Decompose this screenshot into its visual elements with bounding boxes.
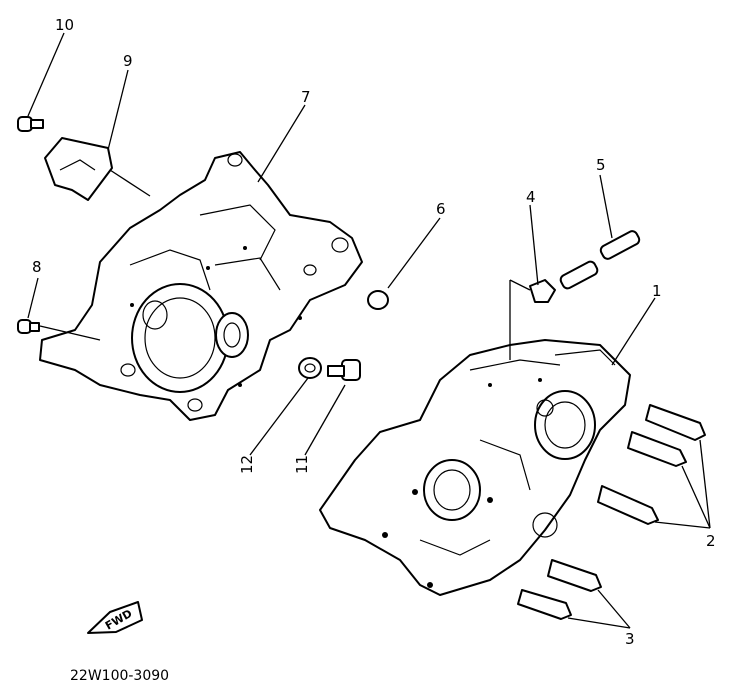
bolt-part-8: [17, 319, 40, 334]
callout-7: 7: [301, 88, 311, 106]
left-crankcase: [39, 151, 363, 421]
fitting-part-4: [529, 279, 556, 303]
callout-2: 2: [706, 532, 716, 550]
callout-12: 12: [238, 455, 256, 474]
bolts-part-2: [597, 404, 706, 525]
callout-4: 4: [526, 188, 536, 206]
fwd-arrow: FWD: [87, 601, 143, 634]
bolt-part-10: [17, 116, 44, 132]
bolts-part-3: [517, 559, 602, 620]
dowel-part-6: [367, 290, 389, 310]
callout-8: 8: [32, 258, 42, 276]
callout-1: 1: [652, 282, 662, 300]
callout-3: 3: [625, 630, 635, 648]
cover-plate-part-9: [44, 137, 113, 201]
callout-labels: 10 9 7 8 6 4 5 1 12 11 2 3: [32, 16, 716, 648]
callout-6: 6: [436, 200, 446, 218]
diagram-code: 22W100-3090: [70, 668, 169, 684]
callout-5: 5: [596, 156, 606, 174]
pipe-part-5: [559, 230, 641, 290]
callout-10: 10: [55, 16, 74, 34]
callout-9: 9: [123, 52, 133, 70]
washer-part-12: [298, 357, 322, 379]
callout-11: 11: [293, 455, 311, 474]
leader-lines: [27, 32, 711, 629]
right-crankcase: [319, 339, 631, 596]
plug-bolt-part-11: [327, 359, 361, 381]
